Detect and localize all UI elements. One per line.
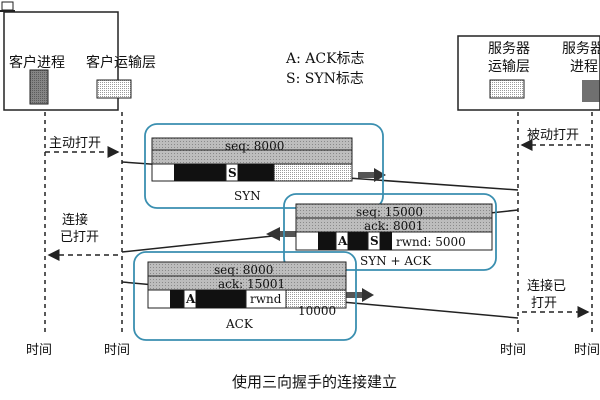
client-transport-label: 客户运输层 [86, 55, 156, 71]
ack-highlight [133, 251, 357, 341]
syn-seq-text: seq: 8000 [225, 139, 285, 153]
server-transport-time-label: 时间 [500, 343, 527, 358]
client-process-icon [29, 69, 49, 105]
server-transport-icon [489, 79, 525, 99]
client-connected-label-2: 已打开 [60, 230, 100, 245]
server-box [457, 35, 600, 111]
synack-direction-arrow [266, 227, 296, 241]
legend-ack: A: ACK标志 [286, 51, 365, 67]
synack-flag-a: A [338, 234, 348, 248]
syn-caption: SYN [234, 189, 261, 203]
ack-rwnd-label: rwnd [250, 292, 282, 306]
synack-seq-text: seq: 15000 [356, 205, 423, 219]
server-transport-label-2: 运输层 [488, 59, 530, 75]
ack-rwnd-value: 10000 [298, 304, 337, 318]
server-process-time-label: 时间 [574, 343, 600, 358]
synack-caption: SYN + ACK [360, 254, 432, 268]
syn-direction-arrow [358, 168, 386, 182]
server-process-icon [582, 80, 600, 102]
syn-highlight [144, 123, 384, 209]
synack-flag-s: S [370, 234, 379, 248]
ack-flag-a: A [186, 292, 196, 306]
ack-caption: ACK [226, 317, 253, 331]
synack-ack-text: ack: 8001 [364, 219, 424, 233]
server-transport-label-1: 服务器 [488, 41, 530, 57]
client-process-time-label: 时间 [26, 343, 53, 358]
server-process-label-2: 进程 [570, 59, 598, 75]
ack-seq-text: seq: 8000 [214, 263, 274, 277]
server-process-label-1: 服务器 [562, 41, 600, 57]
ack-direction-arrow [346, 288, 374, 302]
client-process-label: 客户进程 [9, 55, 65, 71]
syn-segment [151, 137, 353, 182]
passive-open-label: 被动打开 [527, 128, 580, 143]
figure-caption: 使用三向握手的连接建立 [232, 373, 398, 391]
ack-ack-text: ack: 15001 [218, 277, 286, 291]
ack-segment [147, 261, 347, 309]
client-transport-time-label: 时间 [104, 343, 131, 358]
syn-flag-s: S [228, 166, 237, 180]
server-connected-label-2: 打开 [531, 296, 558, 311]
laptop-icon [0, 1, 15, 12]
synack-rwnd-text: rwnd: 5000 [396, 235, 466, 249]
active-open-label: 主动打开 [49, 136, 102, 151]
synack-highlight [283, 193, 497, 271]
synack-segment [295, 203, 493, 251]
legend-syn: S: SYN标志 [286, 71, 364, 87]
client-connected-label-1: 连接 [62, 213, 89, 228]
client-transport-icon [96, 79, 132, 99]
server-connected-label-1: 连接已 [527, 279, 567, 294]
